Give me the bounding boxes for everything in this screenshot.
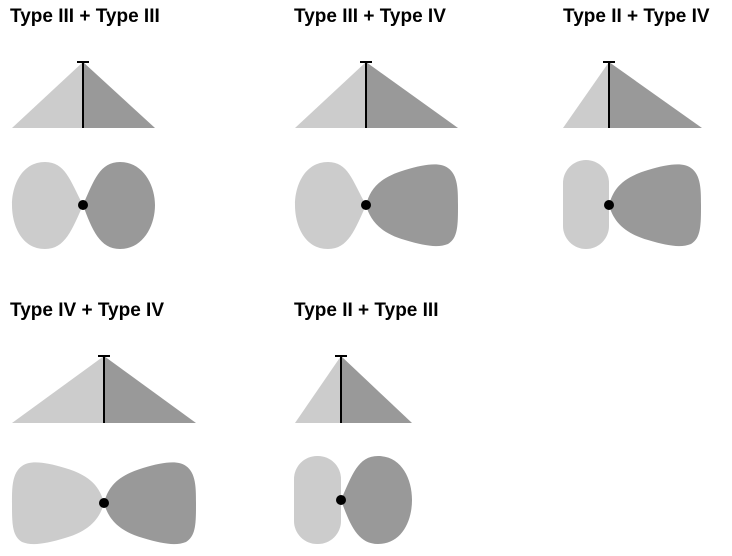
left-lobe-light (12, 162, 83, 249)
side-view (12, 61, 155, 128)
right-beam-dark (83, 62, 155, 128)
left-beam-light (295, 356, 341, 423)
top-view (295, 162, 458, 249)
right-lobe-dark (366, 164, 458, 247)
right-lobe-dark (609, 164, 701, 247)
side-view (12, 355, 196, 423)
side-view (295, 355, 412, 423)
left-lobe-light (294, 456, 341, 544)
top-view (12, 162, 155, 249)
left-lobe-light (12, 462, 104, 545)
right-lobe-dark (341, 456, 412, 544)
right-lobe-dark (83, 162, 155, 249)
panel-title: Type II + Type III (294, 300, 439, 321)
left-beam-light (295, 62, 366, 128)
side-view (295, 61, 458, 128)
left-beam-light (12, 62, 83, 128)
panel-title: Type II + Type IV (563, 6, 710, 27)
top-view (12, 462, 196, 545)
pole-dot (336, 495, 346, 505)
pole-dot (99, 498, 109, 508)
right-beam-dark (104, 356, 196, 423)
right-beam-dark (609, 62, 702, 128)
top-view (294, 456, 412, 544)
panel-title: Type III + Type IV (294, 6, 446, 27)
right-beam-dark (341, 356, 412, 423)
right-beam-dark (366, 62, 458, 128)
panel-title: Type IV + Type IV (10, 300, 164, 321)
left-beam-light (12, 356, 104, 423)
side-view (563, 61, 702, 128)
pole-dot (78, 200, 88, 210)
pole-dot (361, 200, 371, 210)
pole-dot (604, 200, 614, 210)
right-lobe-dark (104, 462, 196, 545)
left-beam-light (563, 62, 609, 128)
left-lobe-light (295, 162, 366, 249)
top-view (563, 160, 701, 249)
panel-title: Type III + Type III (10, 6, 160, 27)
left-lobe-light (563, 160, 609, 249)
